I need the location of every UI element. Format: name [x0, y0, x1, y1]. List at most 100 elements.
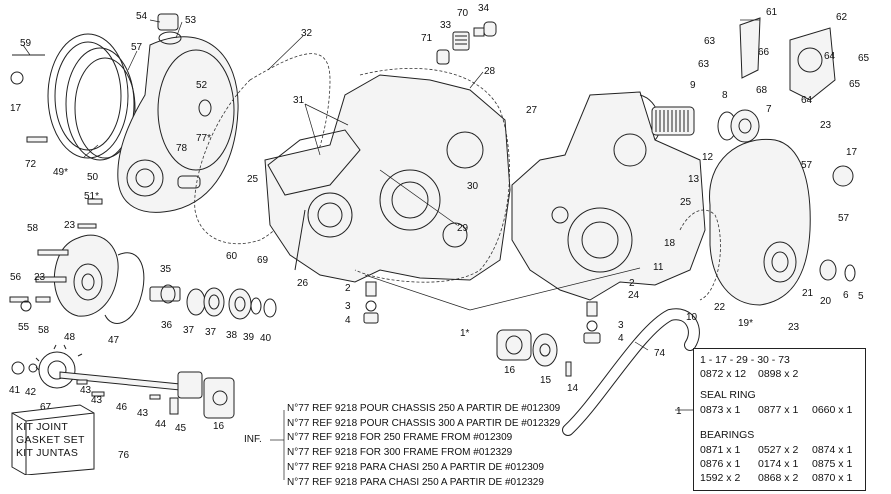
bearing-row — [186, 287, 277, 320]
callout-34: 34 — [478, 3, 490, 14]
callout-52: 52 — [196, 80, 208, 91]
callout-42: 42 — [25, 387, 37, 398]
callout-40: 40 — [260, 333, 272, 344]
callout-4b: 4 — [618, 333, 624, 344]
legend-header: 1 - 17 - 29 - 30 - 73 — [700, 354, 790, 366]
legend-header-c1: 0872 x 12 — [700, 368, 747, 380]
note-line: N°77 REF 9218 FOR 300 FRAME FROM #012329 — [287, 447, 513, 459]
callout-65b: 65 — [849, 79, 861, 90]
callout-43d: 43 — [137, 408, 149, 419]
gasket-32 — [194, 53, 331, 245]
callout-44: 44 — [155, 419, 167, 430]
callout-63a: 63 — [704, 36, 716, 47]
callout-60: 60 — [226, 251, 238, 262]
callout-47: 47 — [108, 335, 120, 346]
callout-59: 59 — [20, 38, 32, 49]
callout-74: 74 — [654, 348, 666, 359]
callout-33: 33 — [440, 20, 452, 31]
callout-63b: 63 — [698, 59, 710, 70]
filter-group — [651, 106, 760, 143]
callout-58b: 58 — [38, 325, 50, 336]
legend-header-c2: 0898 x 2 — [758, 368, 799, 380]
callout-57b: 57 — [801, 160, 813, 171]
callout-15: 15 — [540, 375, 552, 386]
callout-7: 7 — [766, 104, 772, 115]
inf-label: INF. — [244, 434, 262, 445]
callout-70: 70 — [457, 8, 469, 19]
lower-mid-group — [496, 329, 572, 377]
callout-12: 12 — [702, 152, 714, 163]
callout-66: 66 — [758, 47, 770, 58]
callout-25b: 25 — [680, 197, 692, 208]
callout-61: 61 — [766, 7, 778, 18]
callout-16a: 16 — [504, 365, 516, 376]
callout-28: 28 — [484, 66, 496, 77]
callout-21: 21 — [802, 288, 814, 299]
callout-39: 39 — [243, 332, 255, 343]
callout-1star: 1* — [460, 328, 470, 339]
note-line: N°77 REF 9218 PARA CHASI 250 A PARTIR DE… — [287, 461, 544, 473]
note-line: N°77 REF 9218 PARA CHASI 250 A PARTIR DE… — [287, 476, 544, 488]
callout-22: 22 — [714, 302, 726, 313]
callout-37b: 37 — [205, 327, 217, 338]
legend-bearing-cell: 0870 x 1 — [812, 472, 853, 484]
kickstart-shaft-group — [11, 344, 235, 419]
note-line: N°77 REF 9218 POUR CHASSIS 250 A PARTIR … — [287, 403, 561, 414]
legend-seal-title: SEAL RING — [700, 389, 756, 401]
note-line: N°77 REF 9218 FOR 250 FRAME FROM #012309 — [287, 432, 513, 444]
clutch-cover-group — [10, 13, 239, 229]
callout-58a: 58 — [27, 223, 39, 234]
legend-seal-c2: 0877 x 1 — [758, 404, 799, 416]
kit-line-1: KIT JOINT — [16, 421, 69, 433]
legend-bearing-cell: 0871 x 1 — [700, 444, 741, 456]
callout-64a: 64 — [824, 51, 836, 62]
callout-71: 71 — [421, 33, 433, 44]
callout-69: 69 — [257, 255, 269, 266]
callout-35: 35 — [160, 264, 172, 275]
callout-20: 20 — [820, 296, 832, 307]
callout-65a: 65 — [858, 53, 870, 64]
top-spring-group — [436, 21, 497, 65]
callout-26: 26 — [297, 278, 309, 289]
callout-23a: 23 — [820, 120, 832, 131]
callout-31: 31 — [293, 95, 305, 106]
callout-41: 41 — [9, 385, 21, 396]
callout-43b: 43 — [91, 395, 103, 406]
callout-48: 48 — [64, 332, 76, 343]
callout-23b: 23 — [64, 220, 76, 231]
callout-23d: 23 — [788, 322, 800, 333]
callout-3b: 3 — [618, 320, 624, 331]
callout-49: 49* — [53, 167, 68, 178]
callout-25a: 25 — [247, 174, 259, 185]
callout-54: 54 — [136, 11, 148, 22]
callout-45: 45 — [175, 423, 187, 434]
note-line: N°77 REF 9218 POUR CHASSIS 300 A PARTIR … — [287, 417, 561, 429]
callout-78: 78 — [176, 143, 188, 154]
callout-8: 8 — [722, 90, 728, 101]
callout-43a: 43 — [80, 385, 92, 396]
callout-67: 67 — [40, 402, 52, 413]
callout-36: 36 — [161, 320, 173, 331]
callout-32: 32 — [301, 28, 313, 39]
callout-29: 29 — [457, 223, 469, 234]
water-pump-group — [9, 234, 181, 324]
callout-50: 50 — [87, 172, 99, 183]
callout-2a: 2 — [345, 283, 351, 294]
callout-55: 55 — [18, 322, 30, 333]
legend-bearing-cell: 0527 x 2 — [758, 444, 799, 456]
legend-bearings-title: BEARINGS — [700, 429, 755, 441]
callout-18: 18 — [664, 238, 676, 249]
callout-38: 38 — [226, 330, 238, 341]
callout-17a: 17 — [10, 103, 22, 114]
legend-bearing-cell: 1592 x 2 — [700, 472, 741, 484]
callout-10: 10 — [686, 312, 698, 323]
legend-seal-c3: 0660 x 1 — [812, 404, 853, 416]
kit-line-3: KIT JUNTAS — [16, 447, 79, 459]
callout-4a: 4 — [345, 315, 351, 326]
left-crankcase — [264, 68, 511, 283]
legend-bearing-cell: 0876 x 1 — [700, 458, 741, 470]
callout-30: 30 — [467, 181, 479, 192]
callout-76: 76 — [118, 450, 130, 461]
legend-bearing-cell: 0874 x 1 — [812, 444, 853, 456]
